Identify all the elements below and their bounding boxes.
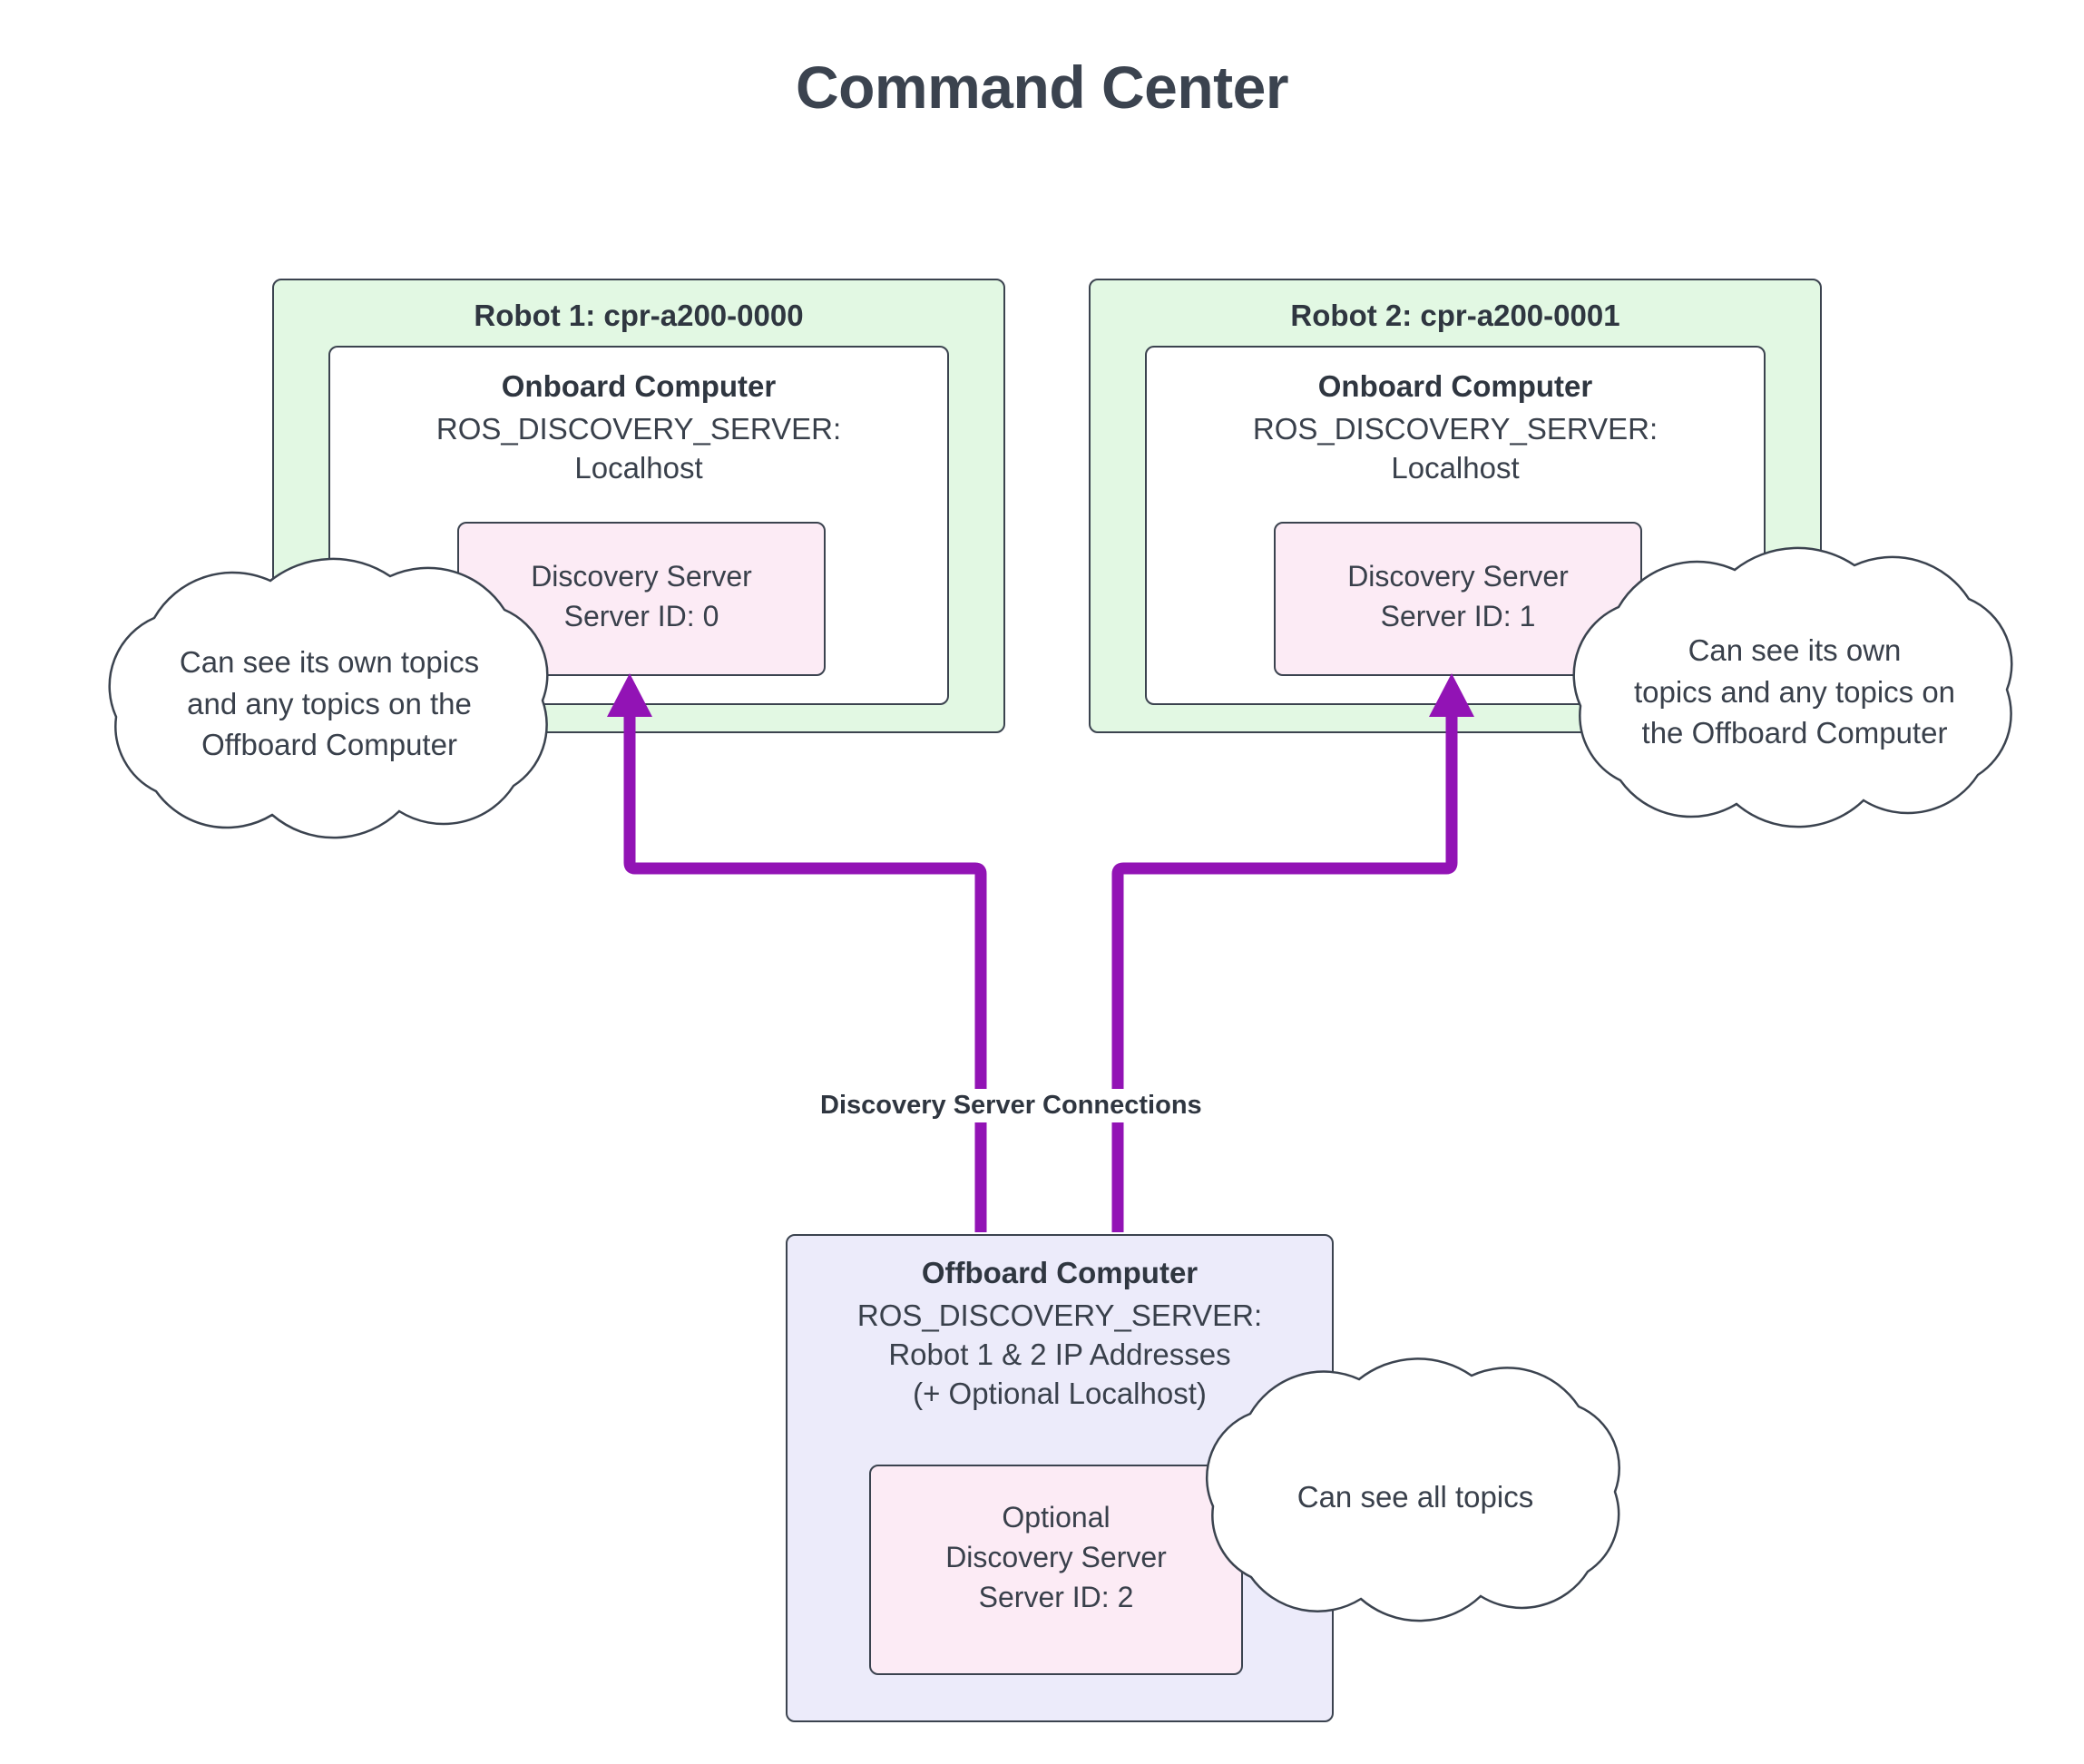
robot-2-ds-line1: Discovery Server <box>1347 560 1569 593</box>
robot-1-ds-line2: Server ID: 0 <box>563 600 719 633</box>
offboard-title: Offboard Computer <box>921 1256 1199 1289</box>
robot-1-onboard-title: Onboard Computer <box>501 369 777 403</box>
robot-2-onboard-title: Onboard Computer <box>1317 369 1593 403</box>
robot-2-ds-line2: Server ID: 1 <box>1380 600 1536 633</box>
robot-2-discovery-server-text: Discovery Server Server ID: 1 <box>1276 556 1640 636</box>
robot-1-ds-line1: Discovery Server <box>531 560 752 593</box>
offboard-computer-text: Offboard Computer ROS_DISCOVERY_SERVER: … <box>786 1254 1334 1414</box>
offboard-env-var: ROS_DISCOVERY_SERVER: <box>856 1298 1263 1332</box>
offboard-env-value-2: (+ Optional Localhost) <box>913 1376 1207 1410</box>
offboard-ds-line3: Server ID: 2 <box>978 1581 1134 1614</box>
offboard-discovery-server[interactable]: Optional Discovery Server Server ID: 2 <box>869 1465 1243 1675</box>
robot-1-note-line2: and any topics on the <box>187 686 472 720</box>
robot-1-env-value: Localhost <box>574 450 703 485</box>
offboard-ds-line1: Optional <box>1002 1501 1110 1534</box>
robot-2-label: Robot 2: cpr-a200-0001 <box>1290 299 1620 332</box>
robot-2-note-text: Can see its own topics and any topics on… <box>1574 630 2015 754</box>
connections-label: Discovery Server Connections <box>815 1089 1208 1122</box>
offboard-env-value-1: Robot 1 & 2 IP Addresses <box>888 1337 1231 1371</box>
robot-1-discovery-server-text: Discovery Server Server ID: 0 <box>459 556 824 636</box>
robot-1-env-var: ROS_DISCOVERY_SERVER: <box>435 411 842 446</box>
offboard-discovery-server-text: Optional Discovery Server Server ID: 2 <box>871 1497 1241 1617</box>
connection-robot1-to-offboard <box>607 673 987 1232</box>
robot-2-note-line2: topics and any topics on <box>1633 674 1956 709</box>
robot-1-label: Robot 1: cpr-a200-0000 <box>474 299 804 332</box>
robot-1-note-text: Can see its own topics and any topics on… <box>107 642 552 766</box>
offboard-ds-line2: Discovery Server <box>945 1541 1167 1574</box>
robot-2-env-value: Localhost <box>1391 450 1520 485</box>
robot-2-note-line3: the Offboard Computer <box>1641 716 1948 750</box>
robot-1-onboard-text: Onboard Computer ROS_DISCOVERY_SERVER: L… <box>330 368 947 488</box>
connection-robot2-to-offboard <box>1111 673 1474 1232</box>
robot-2-onboard-text: Onboard Computer ROS_DISCOVERY_SERVER: L… <box>1147 368 1764 488</box>
robot-1-note-line1: Can see its own topics <box>179 645 480 679</box>
offboard-note-line1: Can see all topics <box>1296 1480 1534 1514</box>
robot-1-note-line3: Offboard Computer <box>201 728 457 762</box>
page-title: Command Center <box>795 54 1289 121</box>
robot-2-note-line1: Can see its own <box>1688 633 1902 667</box>
robot-2-env-var: ROS_DISCOVERY_SERVER: <box>1252 411 1658 446</box>
offboard-note-text: Can see all topics <box>1213 1476 1618 1518</box>
